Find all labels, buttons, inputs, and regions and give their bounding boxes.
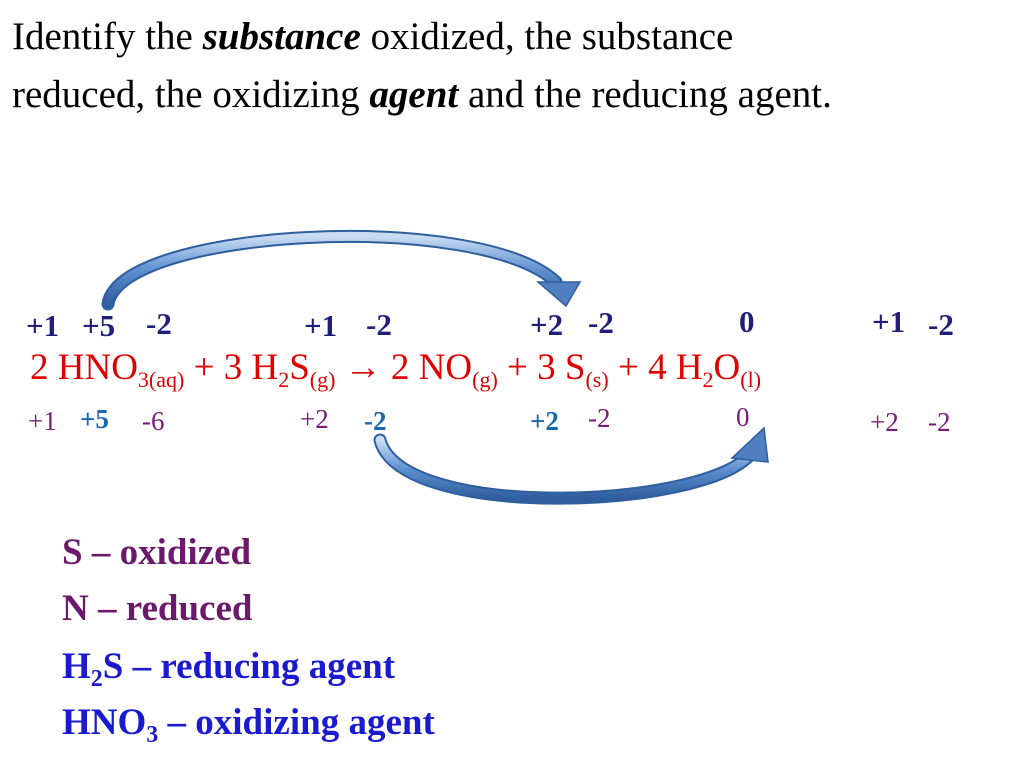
total-charge-o-no: -2 [588, 403, 611, 433]
ox-number-h-hno3: +1 [26, 308, 60, 343]
reduction-arrow [101, 230, 582, 311]
total-charge-h-h2o: +2 [870, 407, 899, 437]
slide-title: Identify the substance oxidized, the sub… [12, 8, 832, 124]
total-charge-s-element: 0 [736, 402, 750, 432]
ox-number-n-hno3: +5 [82, 308, 116, 343]
ox-number-o-no: -2 [588, 305, 614, 340]
ox-number-n-no: +2 [530, 307, 564, 342]
total-charge-h-hno3: +1 [28, 406, 57, 436]
summary-oxidized: S – oxidized [62, 532, 252, 573]
ox-number-s-h2s: -2 [366, 307, 392, 342]
ox-number-s-element: 0 [739, 304, 755, 339]
title-emphasis-substance: substance [202, 15, 361, 58]
ox-number-o-h2o: -2 [928, 307, 954, 342]
total-charge-o-hno3: -6 [142, 406, 165, 436]
summary-oxidizing-agent: HNO3 – oxidizing agent [62, 702, 435, 748]
title-emphasis-agent: agent [369, 73, 459, 116]
total-charge-o-h2o: -2 [928, 407, 951, 437]
total-charge-n-no: +2 [530, 406, 559, 436]
total-charge-h-h2s: +2 [300, 404, 329, 434]
total-charge-n-hno3: +5 [80, 404, 109, 434]
ox-number-h-h2o: +1 [872, 304, 906, 339]
total-charge-s-h2s: -2 [364, 406, 387, 436]
title-line-1: Identify the substance oxidized, the sub… [12, 15, 734, 58]
summary-reducing-agent: H2S – reducing agent [62, 646, 396, 692]
summary-reduced: N – reduced [62, 588, 253, 629]
title-line-2: reduced, the oxidizing agent and the red… [12, 73, 832, 116]
balanced-equation: 2 HNO3(aq) + 3 H2S(g) → 2 NO(g) + 3 S(s)… [30, 347, 762, 392]
oxidation-arrow [373, 426, 769, 505]
ox-number-h-h2s: +1 [304, 308, 338, 343]
ox-number-o-hno3: -2 [146, 306, 172, 341]
